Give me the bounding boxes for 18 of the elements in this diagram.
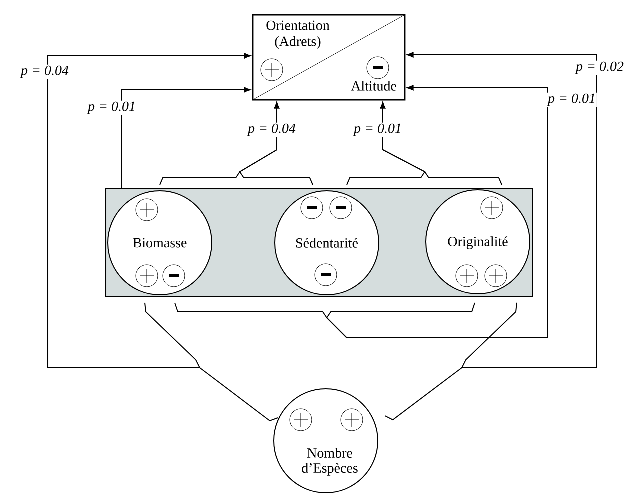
edge-label: p = 0.01 bbox=[547, 92, 597, 108]
arrow bbox=[239, 102, 314, 186]
box-label: Orientation (Adrets) bbox=[266, 20, 330, 50]
circle-label: Originalité bbox=[448, 236, 508, 250]
box-label: Altitude bbox=[351, 81, 396, 91]
edge-label: p = 0.01 bbox=[353, 122, 403, 138]
circle-label: Nombre d’Espèces bbox=[302, 448, 358, 476]
edge-label: p = 0.04 bbox=[20, 64, 70, 80]
edge-label: p = 0.01 bbox=[87, 100, 137, 116]
arrow bbox=[122, 87, 251, 190]
edge-label: p = 0.02 bbox=[575, 60, 625, 76]
circle-label: Biomasse bbox=[133, 238, 187, 248]
edge-label: p = 0.04 bbox=[247, 122, 297, 138]
arrow bbox=[384, 52, 598, 421]
circle-label: Sédentarité bbox=[296, 238, 358, 248]
arrow bbox=[48, 53, 278, 422]
arrow bbox=[380, 102, 502, 186]
arrow bbox=[326, 85, 548, 338]
